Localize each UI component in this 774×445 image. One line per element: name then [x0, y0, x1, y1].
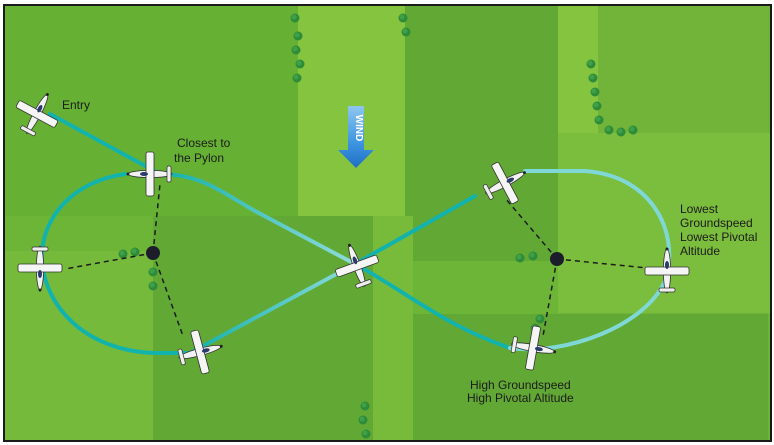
label-high-line2: High Pivotal Altitude [467, 391, 574, 405]
tree-icon [360, 401, 370, 411]
field-patch [413, 314, 768, 440]
tree-icon [148, 267, 158, 277]
eights-on-pylons-diagram: WIND Entry Closest to the Pylon Lowest G… [3, 4, 772, 442]
left-pylon [146, 246, 160, 260]
sight-line [64, 252, 154, 270]
tree-icon [295, 59, 305, 69]
tree-icon [401, 27, 411, 37]
tree-icon [586, 59, 596, 69]
tree-icon [604, 125, 614, 135]
tree-icon [515, 253, 525, 263]
wind-label: WIND [353, 115, 364, 142]
tree-icon [293, 31, 303, 41]
tree-icon [291, 45, 301, 55]
right-loop-entry [353, 262, 512, 350]
label-lowest-line4: Altitude [680, 244, 721, 258]
label-lowest-line2: Groundspeed [680, 216, 753, 230]
field-patch [598, 6, 768, 133]
field-patch [558, 6, 598, 136]
sight-line [542, 258, 558, 337]
tree-icon [592, 101, 602, 111]
tree-icon [358, 415, 368, 425]
pivotal-lines [64, 183, 648, 337]
field-patch [153, 216, 373, 440]
tree-icon [148, 281, 158, 291]
label-lowest-line1: Lowest [680, 202, 719, 216]
tree-icon [398, 13, 408, 23]
field-patch [373, 216, 413, 440]
tree-icon [594, 115, 604, 125]
left-loop-exit [158, 172, 357, 266]
flight-path [39, 112, 672, 355]
label-high-line1: High Groundspeed [470, 378, 571, 392]
field-patch [405, 6, 558, 261]
label-lowest-line3: Lowest Pivotal [680, 230, 758, 244]
tree-icon [130, 247, 140, 257]
field-patches [5, 6, 770, 440]
field-patch [5, 251, 153, 440]
wind-arrow-icon: WIND [338, 106, 374, 168]
crossover-leg [353, 194, 477, 266]
right-pylon [550, 252, 564, 266]
sight-line [504, 197, 558, 260]
tree-icon [528, 251, 538, 261]
tree-icon [590, 87, 600, 97]
tree-icon [535, 314, 545, 324]
tree-icon [588, 73, 598, 83]
entry-leg [48, 112, 162, 176]
sight-line [152, 183, 161, 254]
label-closest-line1: Closest to [177, 136, 231, 150]
tree-icon [616, 127, 626, 137]
label-closest-line2: the Pylon [174, 151, 225, 165]
left-loop-return [188, 262, 357, 355]
diagram-canvas: WIND [5, 6, 770, 440]
tree-icon [292, 73, 302, 83]
sight-line [556, 258, 648, 269]
sight-line [152, 252, 184, 337]
tree-icon [361, 429, 371, 439]
label-entry: Entry [62, 98, 91, 112]
tree-icon [290, 13, 300, 23]
tree-icon [628, 125, 638, 135]
